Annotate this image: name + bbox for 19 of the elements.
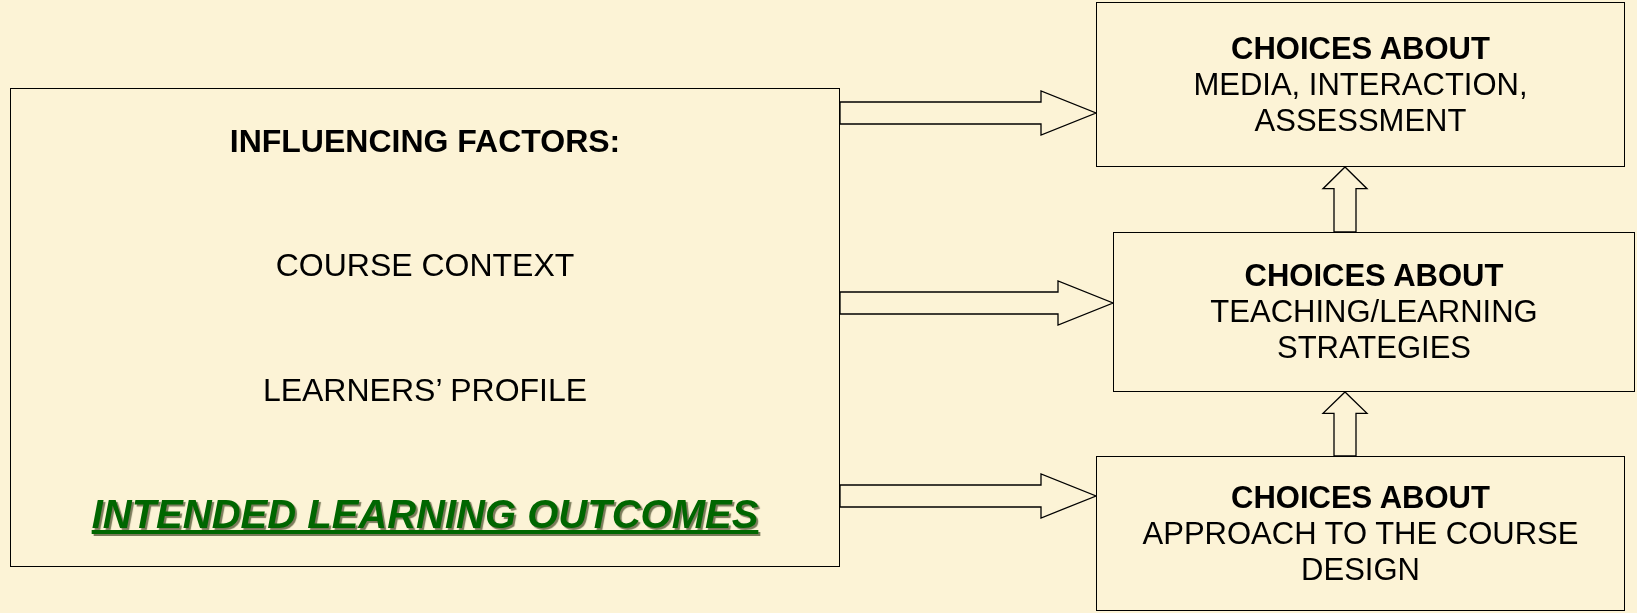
box-text: TEACHING/LEARNING STRATEGIES [1209,294,1539,366]
block-arrow [1321,166,1369,233]
block-arrow [839,473,1098,519]
box-text: COURSE CONTEXT [275,246,575,286]
text-box [1096,456,1625,611]
text-box [10,88,840,567]
box-text: MEDIA, INTERACTION, ASSESSMENT [1192,66,1529,139]
text-box [1096,2,1625,167]
box-heading: CHOICES ABOUT [1244,258,1504,294]
block-arrow [839,280,1115,326]
box-text: APPROACH TO THE COURSE DESIGN [1141,515,1580,588]
text-box [1113,232,1635,392]
box-heading: CHOICES ABOUT [1231,479,1490,516]
box-text: LEARNERS’ PROFILE [262,370,588,410]
box-heading: INFLUENCING FACTORS: [229,122,621,161]
box-heading: CHOICES ABOUT [1231,30,1490,67]
block-arrow [839,90,1098,136]
box-text: INTENDED LEARNING OUTCOMES [91,491,759,538]
block-arrow [1321,391,1369,457]
